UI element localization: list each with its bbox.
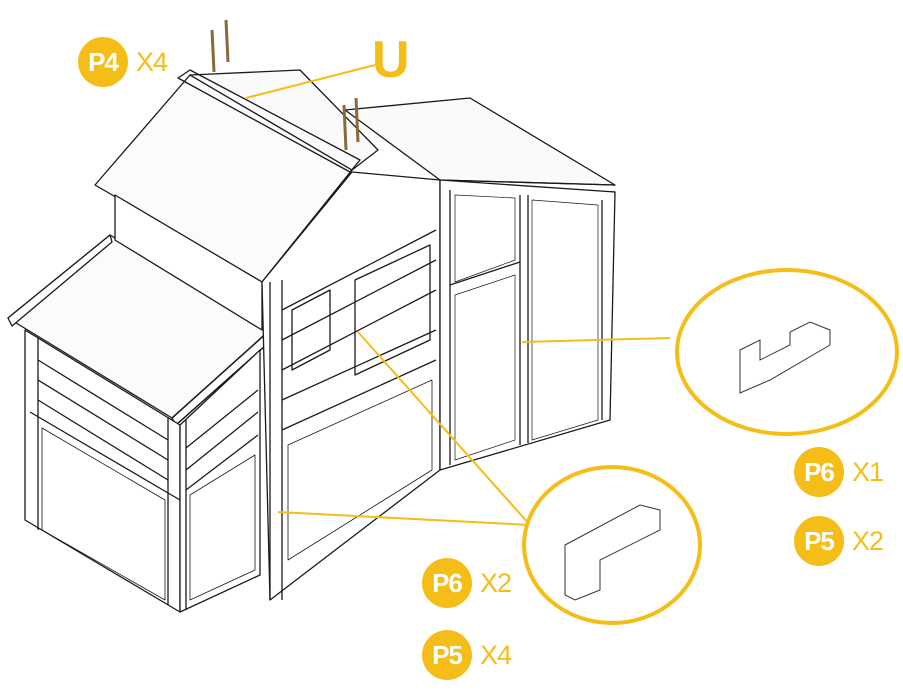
- quantity-label: X4: [136, 46, 168, 77]
- part-badge: P6: [794, 447, 844, 497]
- quantity-label: X2: [852, 525, 884, 556]
- lower-mesh: [287, 379, 433, 561]
- left-house-body: [24, 329, 261, 613]
- badge-p4-x4: P4 X4: [78, 37, 168, 87]
- badge-p6-x2: P6 X2: [422, 558, 512, 608]
- part-label-u: U: [372, 31, 410, 89]
- quantity-label: X1: [852, 456, 884, 487]
- run-mesh: [454, 194, 599, 461]
- badge-p6-x1: P6 X1: [794, 447, 884, 497]
- screws: [210, 19, 360, 151]
- part-badge: P6: [422, 558, 472, 608]
- left-roof: [7, 234, 275, 426]
- leader-lines: [245, 64, 671, 526]
- quantity-label: X2: [480, 567, 512, 598]
- part-badge: P5: [794, 516, 844, 566]
- run-frame: [439, 179, 616, 471]
- part-badge: P4: [78, 37, 128, 87]
- latch-bolt-2: [564, 504, 661, 601]
- left-mesh: [41, 427, 256, 601]
- badge-p5-x2: P5 X2: [794, 516, 884, 566]
- latch-bolt-1: [739, 321, 831, 394]
- badge-p5-x4: P5 X4: [422, 630, 512, 680]
- part-badge: P5: [422, 630, 472, 680]
- quantity-label: X4: [480, 639, 512, 670]
